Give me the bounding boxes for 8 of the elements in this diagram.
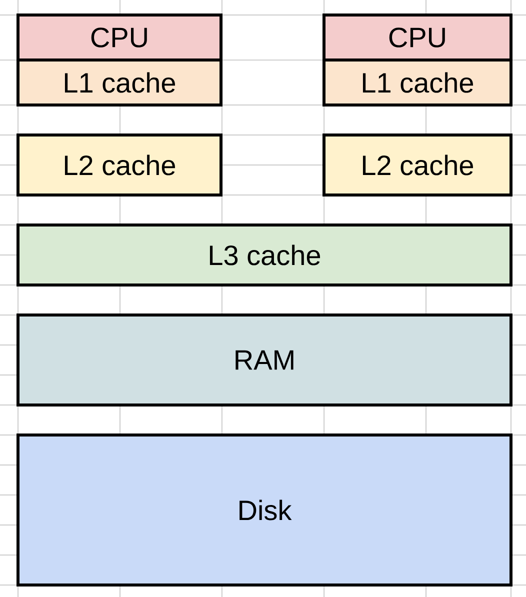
cache-box: L1 cache [322,58,512,106]
cache-box: L3 cache [16,224,512,286]
cpu-box: CPU [16,14,222,62]
ram-box: RAM [16,314,512,406]
cache-box: L2 cache [322,134,512,196]
cache-box: L2 cache [16,134,222,196]
cpu-box: CPU [322,14,512,62]
cache-box: L1 cache [16,58,222,106]
